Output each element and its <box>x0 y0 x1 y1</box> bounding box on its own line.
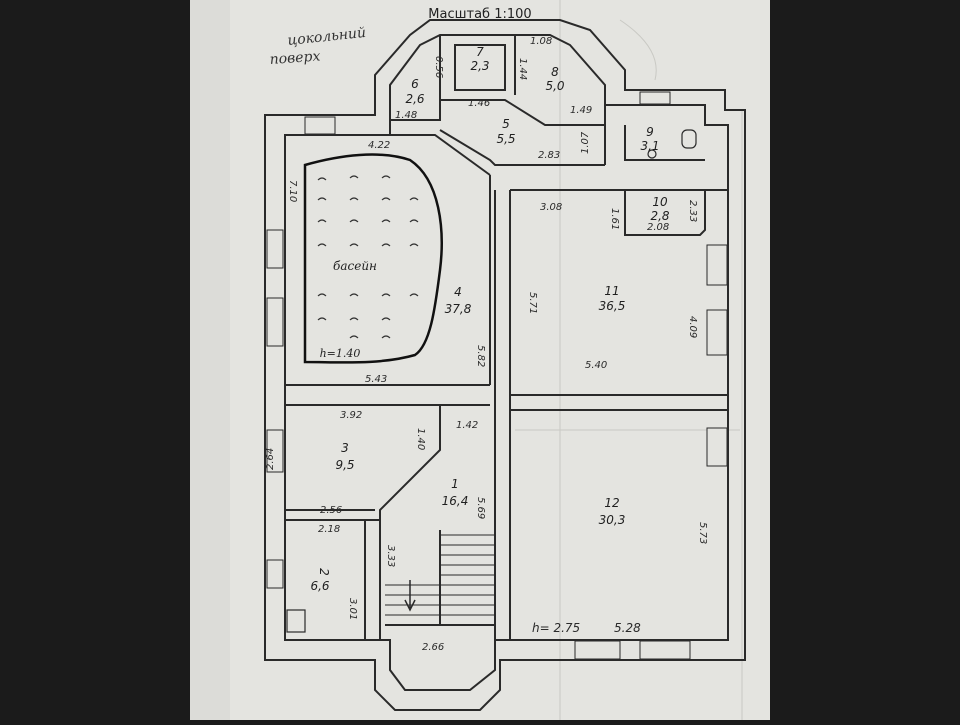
room-3-number: 3 <box>341 441 349 455</box>
dim-5-71: 5.71 <box>527 292 538 314</box>
room-labels: 1 16,4 2 6,6 3 9,5 4 37,8 5 5,5 6 2,6 7 … <box>310 45 669 593</box>
dim-3-92: 3.92 <box>340 410 362 421</box>
room-12-area: 30,3 <box>599 513 626 527</box>
dim-1-40: 1.40 <box>415 428 426 450</box>
dim-5-28: 5.28 <box>614 621 641 635</box>
room-1-area: 16,4 <box>442 494 469 508</box>
paper-sheet <box>190 0 770 720</box>
dim-4-22: 4.22 <box>368 140 390 151</box>
dim-3-01: 3.01 <box>347 598 358 620</box>
room-12-number: 12 <box>604 496 619 510</box>
boiler-icon <box>286 609 306 633</box>
dim-1-46: 1.46 <box>468 98 490 109</box>
dim-1-49: 1.49 <box>570 105 592 116</box>
room-11-area: 36,5 <box>599 299 626 313</box>
room-10-area: 2,8 <box>650 209 669 223</box>
pool-water-marks <box>317 175 419 339</box>
dim-2-33: 2.33 <box>687 200 698 222</box>
room-2-area: 6,6 <box>310 579 329 593</box>
dim-2-83: 2.83 <box>538 150 560 161</box>
pool-depth: h=1.40 <box>320 347 361 360</box>
outer-wall-outline <box>264 19 746 711</box>
dim-2-56: 2.56 <box>320 505 342 516</box>
room-4-area: 37,8 <box>445 302 472 316</box>
room-11-number: 11 <box>604 284 619 298</box>
room-6-number: 6 <box>411 77 419 91</box>
fixtures <box>286 129 697 633</box>
dimension-labels: 4.22 7.10 5.43 5.82 3.92 1.42 1.40 2.64 … <box>265 36 708 653</box>
floor-title-line2: поверх <box>269 48 321 68</box>
pool-outline <box>303 153 443 364</box>
dim-1-42: 1.42 <box>456 420 478 431</box>
room-8-area: 5,0 <box>545 79 564 93</box>
dim-2-08: 2.08 <box>647 222 669 233</box>
room-5-area: 5,5 <box>496 132 515 146</box>
dim-5-69: 5.69 <box>475 497 486 519</box>
room-7-number: 7 <box>476 45 484 59</box>
drain-icon <box>647 149 657 159</box>
room-1-number: 1 <box>451 477 459 491</box>
inner-wall-outline <box>284 34 729 691</box>
dim-3-08: 3.08 <box>540 202 562 213</box>
dim-5-73: 5.73 <box>697 522 708 544</box>
background-artifacts <box>515 0 743 720</box>
room-2-number: 2 <box>317 568 331 576</box>
room-8-number: 8 <box>551 65 559 79</box>
dim-5-40: 5.40 <box>585 360 607 371</box>
dim-1-44: 1.44 <box>517 58 528 80</box>
dim-2-66: 2.66 <box>422 642 444 653</box>
dim-2-64: 2.64 <box>265 448 276 470</box>
room-3-area: 9,5 <box>335 458 354 472</box>
room-9-area: 3,1 <box>640 139 659 153</box>
dim-7-10: 7.10 <box>287 180 298 202</box>
paper-shadow-left <box>190 0 230 720</box>
dim-2-18: 2.18 <box>318 524 340 535</box>
walls <box>264 19 746 711</box>
dim-4-09: 4.09 <box>687 316 698 338</box>
dim-1-08: 1.08 <box>530 36 552 47</box>
dim-5-43: 5.43 <box>365 374 387 385</box>
room-7-area: 2,3 <box>470 59 489 73</box>
dim-5-82: 5.82 <box>475 345 486 367</box>
room-9-number: 9 <box>646 125 654 139</box>
toilet-icon <box>681 129 697 149</box>
windows <box>266 91 728 660</box>
room-5-number: 5 <box>502 117 510 131</box>
dim-1-07: 1.07 <box>580 131 591 154</box>
scale-label: Масштаб 1:100 <box>428 7 531 22</box>
dim-0-56: 0.56 <box>433 56 444 78</box>
room-4-number: 4 <box>454 285 462 299</box>
pool-label: басейн <box>333 259 377 273</box>
dim-3-33: 3.33 <box>385 545 396 567</box>
ceiling-height: h= 2.75 <box>532 621 580 635</box>
room-10-number: 10 <box>652 195 668 209</box>
room-6-area: 2,6 <box>405 92 424 106</box>
dim-1-48: 1.48 <box>395 110 417 121</box>
dim-1-61: 1.61 <box>609 208 620 230</box>
